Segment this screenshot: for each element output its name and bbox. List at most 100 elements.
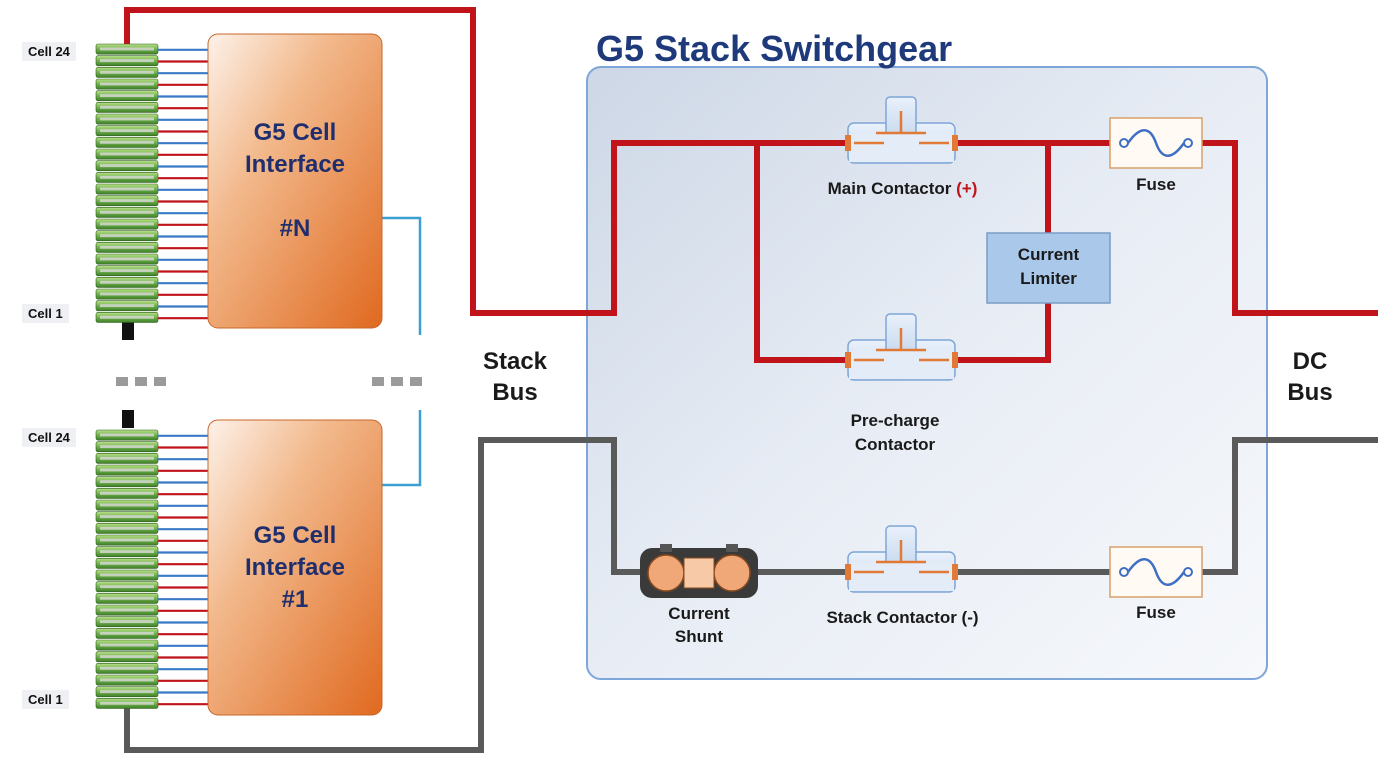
ellipsis-right — [372, 377, 422, 386]
cell-interface-n-id: #N — [279, 215, 311, 242]
connector-pin — [100, 456, 154, 460]
main-contactor-label: Main Contactor (+) — [790, 178, 1015, 200]
dc-bus-line2: Bus — [1287, 379, 1333, 406]
connector-pin — [100, 573, 154, 577]
contactor-right-terminal — [952, 352, 958, 368]
precharge-contactor-line2: Contactor — [854, 435, 936, 454]
signal-wire — [382, 216, 422, 335]
cell-interface-1-box — [207, 419, 383, 716]
terminal-block — [122, 320, 134, 340]
cell-interface-n-line1: G5 Cell — [253, 119, 337, 146]
connector-pin — [100, 468, 154, 472]
connector-pin — [100, 257, 154, 261]
terminal-block — [122, 410, 134, 428]
connector-pin — [100, 480, 154, 484]
connector-pin — [100, 269, 154, 273]
switchgear-title: G5 Stack Switchgear — [596, 28, 953, 69]
cell-1-label-top: Cell 1 — [22, 304, 69, 323]
stack-contactor-label: Stack Contactor (-) — [826, 608, 979, 627]
precharge-contactor-symbol — [845, 313, 958, 381]
precharge-contactor-line1: Pre-charge — [850, 411, 940, 430]
connector-pin — [100, 491, 154, 495]
connector-pin — [100, 140, 154, 144]
cell-interface-n-line2: Interface — [244, 151, 346, 178]
precharge-return-wire — [955, 143, 1051, 363]
stack-bus-line1: Stack — [482, 348, 548, 375]
connector-pin — [100, 585, 154, 589]
connector-pin — [100, 643, 154, 647]
connector-pin — [100, 304, 154, 308]
contactor-left-terminal — [845, 135, 851, 151]
connector-pin — [100, 187, 154, 191]
connector-pin — [100, 94, 154, 98]
cell-24-label-bottom: Cell 24 — [22, 428, 76, 447]
dc-bus-line1: DC — [1292, 348, 1328, 375]
contactor-body-inner — [849, 563, 954, 591]
connector-pin — [100, 117, 154, 121]
fuse-to-dcbus-positive-wire — [1200, 140, 1378, 316]
contactor-left-terminal — [845, 564, 851, 580]
connector-pin — [100, 538, 154, 542]
connector-pin — [100, 433, 154, 437]
cell-interface-1-line1: G5 Cell — [253, 522, 337, 549]
fuse-bottom-label: Fuse — [1136, 603, 1176, 622]
connector-pin — [100, 175, 154, 179]
connector-pin — [100, 152, 154, 156]
contactor-body-inner — [849, 351, 954, 379]
cell-24-label-top: Cell 24 — [22, 42, 76, 61]
connector-pin — [100, 503, 154, 507]
stack-contactor-symbol — [845, 525, 958, 593]
fuse-bottom-symbol — [1109, 546, 1203, 598]
connector-pin — [100, 666, 154, 670]
stack-positive-wire — [124, 7, 848, 316]
connector-pin — [100, 596, 154, 600]
connector-pin — [100, 608, 154, 612]
connector-pin — [100, 245, 154, 249]
contactor-right-terminal — [952, 135, 958, 151]
connector-pin — [100, 280, 154, 284]
cell-connector-bank — [95, 429, 208, 709]
current-limiter-line2: Limiter — [1020, 269, 1077, 288]
cell-interface-n-box — [207, 33, 383, 329]
connector-pin — [100, 234, 154, 238]
fuse-top-symbol — [1109, 117, 1203, 169]
fuse-to-dcbus-negative-wire — [1200, 437, 1378, 575]
main-contactor-text: Main Contactor — [827, 179, 952, 198]
connector-pin — [100, 690, 154, 694]
connector-pin — [100, 550, 154, 554]
connector-pin — [100, 445, 154, 449]
connector-pin — [100, 105, 154, 109]
connector-pin — [100, 678, 154, 682]
cell-interface-1-id: #1 — [281, 586, 309, 613]
main-contactor-polarity: (+) — [956, 179, 978, 198]
cell-1-label-bottom: Cell 1 — [22, 690, 69, 709]
current-shunt-line2: Shunt — [674, 627, 724, 646]
ellipsis-left — [116, 377, 166, 386]
current-limiter-box — [986, 232, 1111, 304]
stack-bus-line2: Bus — [492, 379, 538, 406]
connector-pin — [100, 561, 154, 565]
precharge-branch-wire — [754, 143, 848, 363]
main-contactor-symbol — [845, 96, 958, 164]
current-limiter-line1: Current — [1017, 245, 1080, 264]
connector-pin — [100, 210, 154, 214]
contactor-right-terminal — [952, 564, 958, 580]
contactor-body-inner — [849, 134, 954, 162]
stack-negative-wire — [124, 437, 645, 753]
connector-pin — [100, 515, 154, 519]
connector-pin — [100, 199, 154, 203]
current-shunt-symbol — [640, 544, 758, 598]
connector-pin — [100, 70, 154, 74]
connector-pin — [100, 655, 154, 659]
connector-pin — [100, 631, 154, 635]
connector-pin — [100, 620, 154, 624]
connector-pin — [100, 47, 154, 51]
cell-connector-bank — [95, 43, 208, 323]
connector-pin — [100, 222, 154, 226]
current-shunt-line1: Current — [668, 604, 730, 623]
connector-pin — [100, 526, 154, 530]
contactor-left-terminal — [845, 352, 851, 368]
connector-pin — [100, 59, 154, 63]
signal-wire-lower — [382, 410, 422, 487]
connector-pin — [100, 292, 154, 296]
